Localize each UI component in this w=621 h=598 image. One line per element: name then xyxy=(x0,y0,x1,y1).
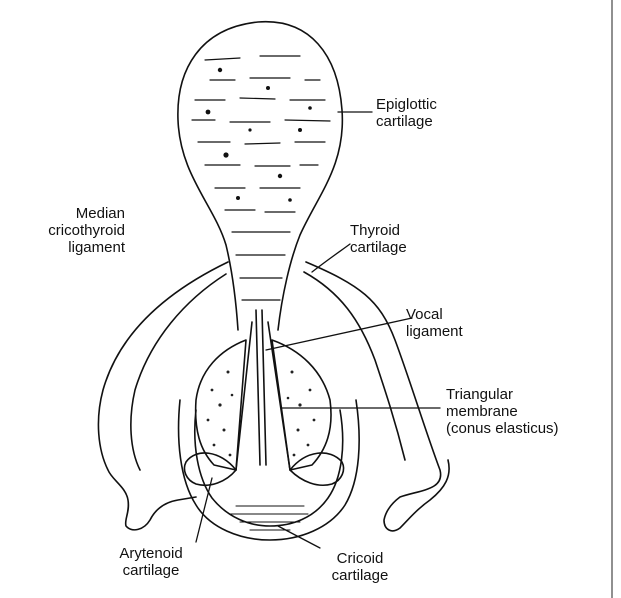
epiglottis-stipple xyxy=(206,68,312,202)
label-triangular-line1: Triangular xyxy=(446,386,559,403)
label-median-line1: Median xyxy=(0,205,125,222)
leader-thyroid xyxy=(312,244,350,272)
label-thyroid-cartilage: Thyroid cartilage xyxy=(350,222,407,256)
label-epiglottic-line1: Epiglottic xyxy=(376,96,437,113)
label-vocal-ligament: Vocal ligament xyxy=(406,306,463,340)
label-epiglottic-line2: cartilage xyxy=(376,113,437,130)
epiglottic-cartilage xyxy=(178,22,343,330)
label-median-line3: ligament xyxy=(0,239,125,256)
label-arytenoid-line1: Arytenoid xyxy=(96,545,206,562)
label-cricoid-cartilage: Cricoid cartilage xyxy=(310,550,410,584)
vocal-ligament-center xyxy=(256,310,266,465)
arytenoid-left xyxy=(184,453,236,485)
leader-vocal xyxy=(266,318,412,350)
label-cricoid-line1: Cricoid xyxy=(310,550,410,567)
label-epiglottic-cartilage: Epiglottic cartilage xyxy=(376,96,437,130)
leader-lines xyxy=(196,112,440,548)
leader-cricoid xyxy=(278,526,320,548)
thyroid-lamina-right xyxy=(304,272,405,460)
cricoid-cartilage xyxy=(179,400,360,540)
label-median-cricothyroid-ligament: Median cricothyroid ligament xyxy=(0,205,125,256)
label-arytenoid-line2: cartilage xyxy=(96,562,206,579)
thyroid-cartilage xyxy=(98,262,449,531)
leader-arytenoid xyxy=(196,478,212,542)
label-triangular-line3: (conus elasticus) xyxy=(446,420,559,437)
label-thyroid-line2: cartilage xyxy=(350,239,407,256)
label-vocal-line2: ligament xyxy=(406,323,463,340)
label-triangular-membrane: Triangular membrane (conus elasticus) xyxy=(446,386,559,437)
cricoid-inner xyxy=(195,410,343,526)
label-vocal-line1: Vocal xyxy=(406,306,463,323)
arytenoid-right xyxy=(290,453,344,485)
label-triangular-line2: membrane xyxy=(446,403,559,420)
label-thyroid-line1: Thyroid xyxy=(350,222,407,239)
label-cricoid-line2: cartilage xyxy=(310,567,410,584)
conus-stipple xyxy=(207,371,316,457)
label-median-line2: cricothyroid xyxy=(0,222,125,239)
label-arytenoid-cartilage: Arytenoid cartilage xyxy=(96,545,206,579)
